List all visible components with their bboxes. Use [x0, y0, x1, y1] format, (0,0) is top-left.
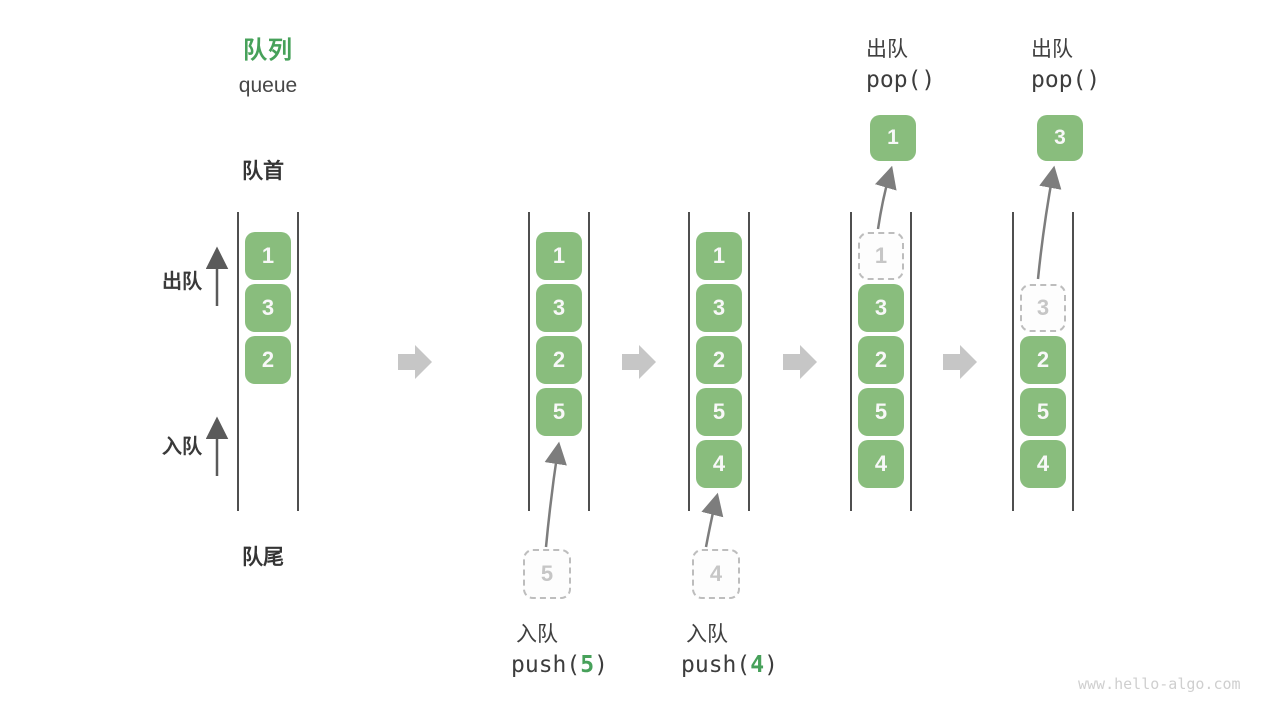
pop-op-call: pop(): [1031, 67, 1101, 93]
queue-wall: [748, 212, 750, 511]
push-call-post: ): [594, 652, 608, 678]
queue-element: 5: [858, 388, 904, 436]
queue-element: 3: [245, 284, 291, 332]
popped-value-box: 1: [870, 115, 916, 161]
queue-element: 4: [858, 440, 904, 488]
queue-element: 2: [536, 336, 582, 384]
queue-wall: [1012, 212, 1014, 511]
enqueue-side-label: 入队: [162, 436, 202, 458]
push-arrow-icon: [701, 492, 724, 548]
pop-arrow-icon: [874, 165, 897, 230]
flow-arrow-icon: [622, 345, 656, 379]
queue-element: 2: [696, 336, 742, 384]
queue-wall: [1072, 212, 1074, 511]
push-op-label: 入队: [686, 623, 728, 646]
queue-front-label: 队首: [242, 160, 284, 183]
popped-value-box: 3: [1037, 115, 1083, 161]
pop-op-label: 出队: [866, 38, 908, 61]
push-op-label: 入队: [516, 623, 558, 646]
queue-element: 4: [1020, 440, 1066, 488]
push-arrow-icon: [544, 441, 567, 548]
flow-arrow-icon: [943, 345, 977, 379]
pop-arrow-icon: [1036, 165, 1062, 280]
watermark: www.hello-algo.com: [1078, 675, 1241, 693]
push-call-arg: 5: [580, 652, 595, 678]
queue-wall: [237, 212, 239, 511]
queue-wall: [297, 212, 299, 511]
queue-rear-label: 队尾: [242, 546, 284, 569]
queue-element-removed: 1: [858, 232, 904, 280]
queue-wall: [910, 212, 912, 511]
staged-value-box: 4: [692, 549, 740, 599]
queue-element: 1: [696, 232, 742, 280]
queue-element: 1: [245, 232, 291, 280]
pop-op-label: 出队: [1031, 38, 1073, 61]
push-op-call: push(4): [681, 652, 778, 678]
queue-element: 1: [536, 232, 582, 280]
queue-wall: [528, 212, 530, 511]
flow-arrow-icon: [398, 345, 432, 379]
push-call-pre: push(: [511, 652, 581, 678]
push-op-call: push(5): [511, 652, 608, 678]
push-call-post: ): [764, 652, 778, 678]
title-zh: 队列: [243, 37, 293, 64]
push-call-pre: push(: [681, 652, 751, 678]
queue-wall: [688, 212, 690, 511]
queue-element: 3: [858, 284, 904, 332]
push-call-arg: 4: [750, 652, 765, 678]
queue-element: 2: [245, 336, 291, 384]
queue-element: 3: [536, 284, 582, 332]
queue-element: 5: [696, 388, 742, 436]
queue-element: 3: [696, 284, 742, 332]
dequeue-side-label: 出队: [162, 271, 202, 293]
title-en: queue: [238, 74, 298, 97]
queue-wall: [588, 212, 590, 511]
staged-value-box: 5: [523, 549, 571, 599]
queue-wall: [850, 212, 852, 511]
flow-arrow-icon: [783, 345, 817, 379]
queue-element: 5: [536, 388, 582, 436]
diagram-title: 队列 queue: [188, 30, 348, 98]
queue-element: 2: [1020, 336, 1066, 384]
queue-element: 4: [696, 440, 742, 488]
pop-op-call: pop(): [866, 67, 936, 93]
queue-element: 2: [858, 336, 904, 384]
queue-element: 5: [1020, 388, 1066, 436]
queue-element-removed: 3: [1020, 284, 1066, 332]
